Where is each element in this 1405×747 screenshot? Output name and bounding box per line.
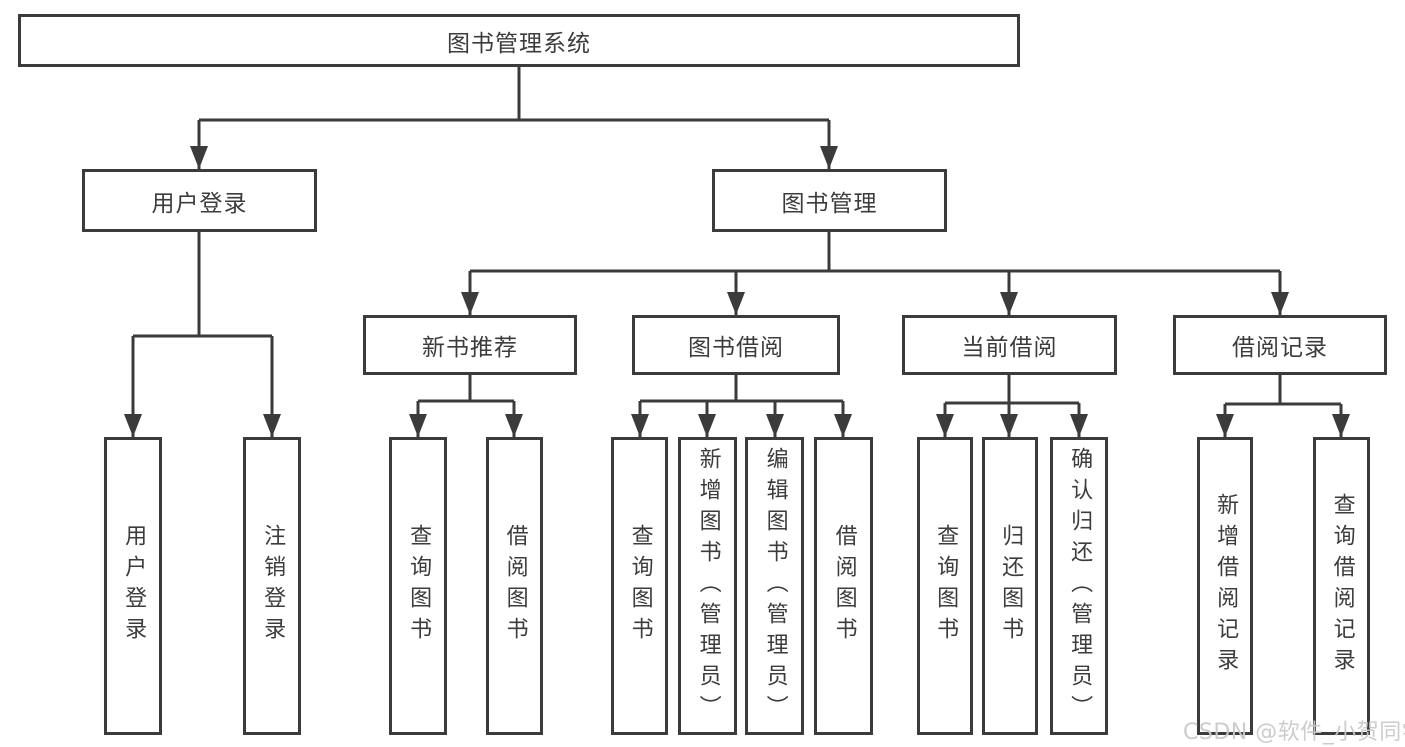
node-library-system: 图书管理系统 bbox=[18, 14, 1020, 67]
leaf-borrow-books-borrowing: 借阅图书 bbox=[814, 437, 873, 735]
leaf-add-borrow-record: 新增借阅记录 bbox=[1197, 437, 1253, 735]
leaf-borrow-books-recommend: 借阅图书 bbox=[486, 437, 543, 735]
node-label: 图书管理 bbox=[781, 190, 878, 217]
leaf-query-books-current: 查询图书 bbox=[917, 437, 973, 735]
node-new-book-recommend: 新书推荐 bbox=[363, 315, 577, 375]
leaf-confirm-return-admin: 确认归还（管理员） bbox=[1050, 437, 1108, 735]
node-borrowing-records: 借阅记录 bbox=[1173, 315, 1387, 375]
node-label: 查询借阅记录 bbox=[1329, 493, 1355, 679]
node-label: 用户登录 bbox=[121, 524, 147, 648]
leaf-add-books-admin: 新增图书（管理员） bbox=[678, 437, 737, 735]
node-label: 借阅图书 bbox=[502, 524, 528, 648]
node-label: 查询图书 bbox=[933, 524, 959, 648]
node-label: 图书管理系统 bbox=[447, 30, 591, 57]
leaf-query-books-borrowing: 查询图书 bbox=[611, 437, 668, 735]
node-label: 查询图书 bbox=[627, 524, 653, 648]
leaf-query-borrow-record: 查询借阅记录 bbox=[1313, 437, 1370, 735]
node-user-login: 用户登录 bbox=[82, 169, 317, 232]
node-label: 当前借阅 bbox=[961, 335, 1058, 361]
csdn-watermark: CSDN @软件_小贺同学 bbox=[1183, 720, 1405, 745]
node-book-borrowing: 图书借阅 bbox=[632, 315, 840, 375]
node-label: 借阅图书 bbox=[831, 524, 857, 648]
node-label: 借阅记录 bbox=[1232, 335, 1328, 361]
node-label: 编辑图书（管理员） bbox=[762, 446, 788, 726]
node-label: 查询图书 bbox=[406, 524, 432, 648]
node-label: 新增借阅记录 bbox=[1213, 493, 1239, 679]
node-label: 确认归还（管理员） bbox=[1067, 446, 1093, 726]
node-current-borrowing: 当前借阅 bbox=[902, 315, 1117, 375]
leaf-edit-books-admin: 编辑图书（管理员） bbox=[745, 437, 804, 735]
node-label: 新书推荐 bbox=[422, 335, 518, 361]
node-label: 用户登录 bbox=[151, 190, 248, 217]
node-label: 新增图书（管理员） bbox=[695, 446, 721, 726]
node-label: 图书借阅 bbox=[688, 335, 784, 361]
node-label: 归还图书 bbox=[998, 524, 1024, 648]
node-book-management: 图书管理 bbox=[712, 169, 947, 232]
leaf-return-books: 归还图书 bbox=[982, 437, 1038, 735]
leaf-query-books-recommend: 查询图书 bbox=[389, 437, 447, 735]
node-label: 注销登录 bbox=[260, 524, 286, 648]
leaf-logout: 注销登录 bbox=[243, 437, 301, 735]
leaf-user-login: 用户登录 bbox=[104, 437, 162, 735]
